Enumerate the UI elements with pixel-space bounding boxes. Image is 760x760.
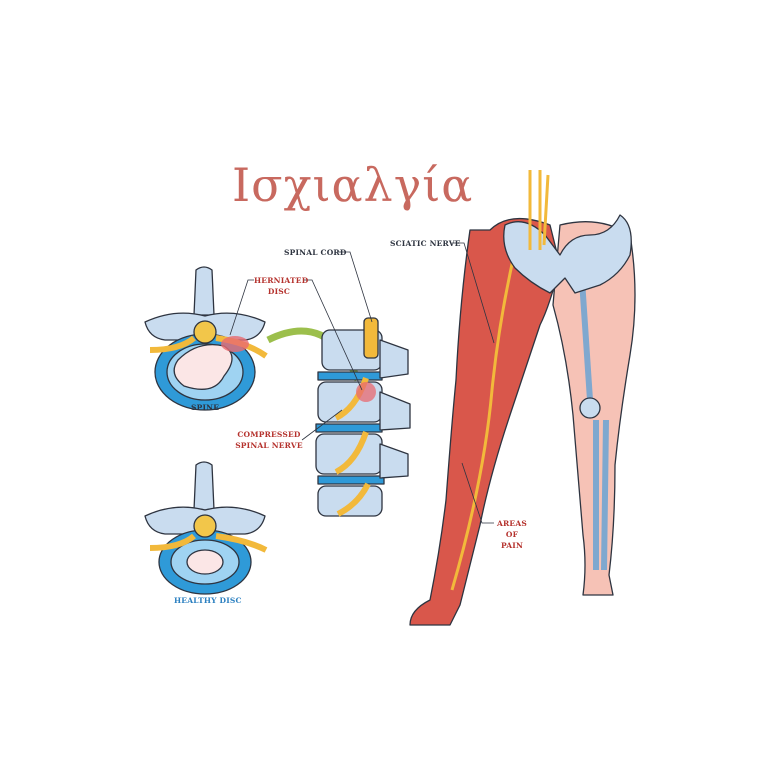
label-herniated-line1: HERNIATED — [254, 276, 309, 285]
leader-lines — [229, 242, 495, 524]
spine-column — [315, 317, 411, 517]
label-compressed-line2: SPINAL NERVE — [235, 441, 303, 450]
pelvis — [503, 170, 632, 294]
right-leg — [552, 221, 636, 596]
label-areas-of-pain: AREAS OF PAIN — [494, 518, 530, 551]
herniated-vertebra — [144, 266, 268, 411]
label-compressed-line1: COMPRESSED — [237, 430, 301, 439]
label-spinal-cord: SPINAL CORD — [284, 248, 347, 257]
left-leg-pain — [409, 217, 561, 626]
label-pain-line1: AREAS OF — [496, 519, 527, 539]
label-compressed-nerve: COMPRESSED SPINAL NERVE — [234, 429, 304, 451]
label-spine: SPINE — [191, 403, 220, 412]
label-pain-line2: PAIN — [500, 541, 524, 550]
page-title: Ισχιαλγία — [232, 158, 474, 212]
label-sciatic-nerve: SCIATIC NERVE — [390, 239, 461, 248]
label-healthy-disc: HEALTHY DISC — [174, 596, 242, 605]
label-herniated-disc: HERNIATED DISC — [254, 275, 309, 297]
label-herniated-line2: DISC — [267, 287, 291, 296]
healthy-vertebra — [144, 461, 268, 595]
